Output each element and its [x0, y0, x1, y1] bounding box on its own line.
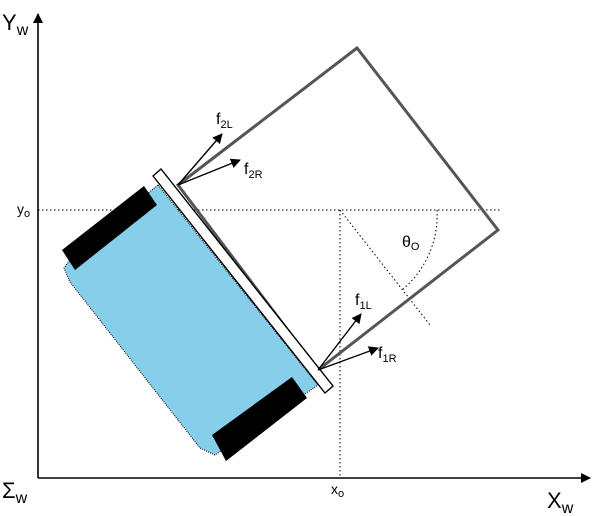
x-axis-label: Xw [547, 488, 574, 516]
y-axis-label: Yw [2, 10, 29, 39]
force-label-f2r: f2R [244, 161, 263, 181]
theta-label: θO [402, 234, 420, 253]
origin-frame-label: Σw [2, 478, 28, 507]
theta-angle-arc [401, 209, 438, 291]
force-label-f1r: f1R [378, 345, 397, 365]
y0-label: yo [17, 201, 30, 220]
force-arrow-f1l [317, 313, 362, 371]
force-label-f2l: f2L [216, 111, 233, 131]
bumper-plate [152, 167, 334, 395]
force-arrow-f2r [177, 158, 241, 186]
wheel-bottom [212, 377, 307, 461]
object-orientation-line [339, 209, 431, 326]
force-label-f1l: f1L [355, 292, 372, 312]
force-arrow-f1r [317, 346, 379, 371]
x0-label: xo [331, 481, 344, 500]
wheel-top [62, 186, 157, 270]
force-arrow-f2l [177, 133, 223, 186]
